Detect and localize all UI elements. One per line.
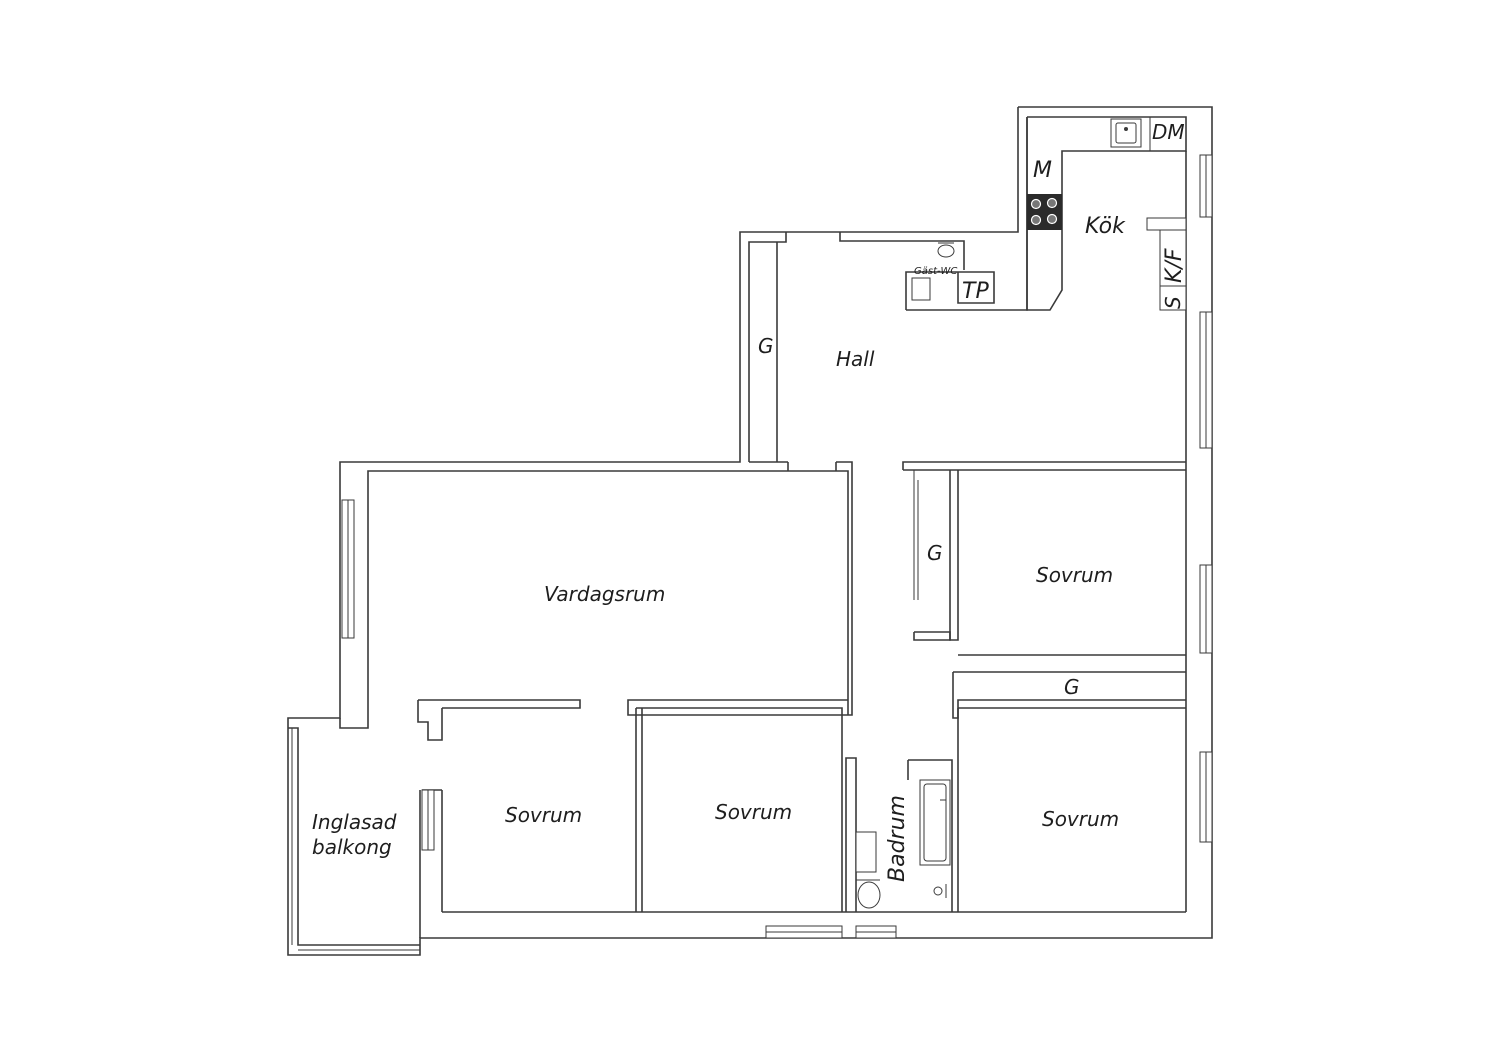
fridge-freezer (1159, 229, 1187, 287)
washbasin-icon (911, 277, 931, 301)
label-g-hall: G (758, 334, 774, 358)
windows (291, 154, 1213, 951)
label-g-bedroom: G (1064, 675, 1080, 699)
hall-top-wall (839, 232, 965, 270)
label-sovrum-3: Sovrum (715, 800, 792, 824)
label-vardagsrum: Vardagsrum (544, 582, 665, 606)
bathroom-right-wall (908, 759, 953, 912)
label-g-corridor: G (927, 541, 943, 565)
bathroom-fixtures (855, 779, 951, 909)
corridor-left-wall (627, 461, 853, 716)
bedroom-2-top (418, 699, 581, 709)
label-hall: Hall (836, 347, 875, 371)
drain-icon (933, 886, 943, 896)
hall-left-wall (748, 232, 787, 462)
room-labels: DM M Kök K/F S TP Gäst-WC G Hall Vardags… (312, 120, 1187, 882)
toilet-icon (937, 244, 955, 258)
balcony-top (339, 700, 369, 729)
label-badrum: Badrum (885, 795, 910, 882)
label-balkong-1: Inglasad (312, 810, 397, 834)
balcony-inner (288, 727, 420, 946)
fridge-wall (1146, 217, 1187, 231)
wardrobe-wall (949, 470, 959, 641)
label-m: M (1033, 158, 1052, 183)
bathtub-icon (919, 779, 951, 866)
wardrobe-bottom (913, 631, 951, 641)
corridor-top-right (902, 461, 1186, 470)
living-left-wall (367, 470, 849, 715)
label-sovrum-4: Sovrum (1042, 807, 1119, 831)
label-s: S (1161, 296, 1185, 309)
label-kok: Kök (1085, 214, 1126, 239)
outer-wall-line (287, 106, 1213, 956)
toilet-icon (857, 881, 881, 909)
label-balkong-2: balkong (312, 835, 392, 859)
cabinet (1159, 285, 1187, 311)
bedroom-3-walls (636, 707, 843, 912)
stove-icon (1027, 194, 1062, 230)
label-gast-wc: Gäst-WC (914, 266, 957, 277)
label-dm: DM (1152, 120, 1185, 144)
bathroom-left-wall (845, 757, 857, 912)
kitchen-counter-top (906, 117, 1028, 311)
washbasin-icon (855, 831, 877, 873)
label-sovrum-1: Sovrum (1036, 563, 1113, 587)
label-tp: TP (962, 279, 989, 304)
label-kf: K/F (1162, 248, 1187, 283)
kitchen-fixtures (1027, 117, 1187, 311)
interior-walls (288, 461, 1186, 946)
bedroom-2-corner (417, 700, 443, 741)
label-sovrum-2: Sovrum (505, 803, 582, 827)
guest-wc (905, 242, 995, 310)
